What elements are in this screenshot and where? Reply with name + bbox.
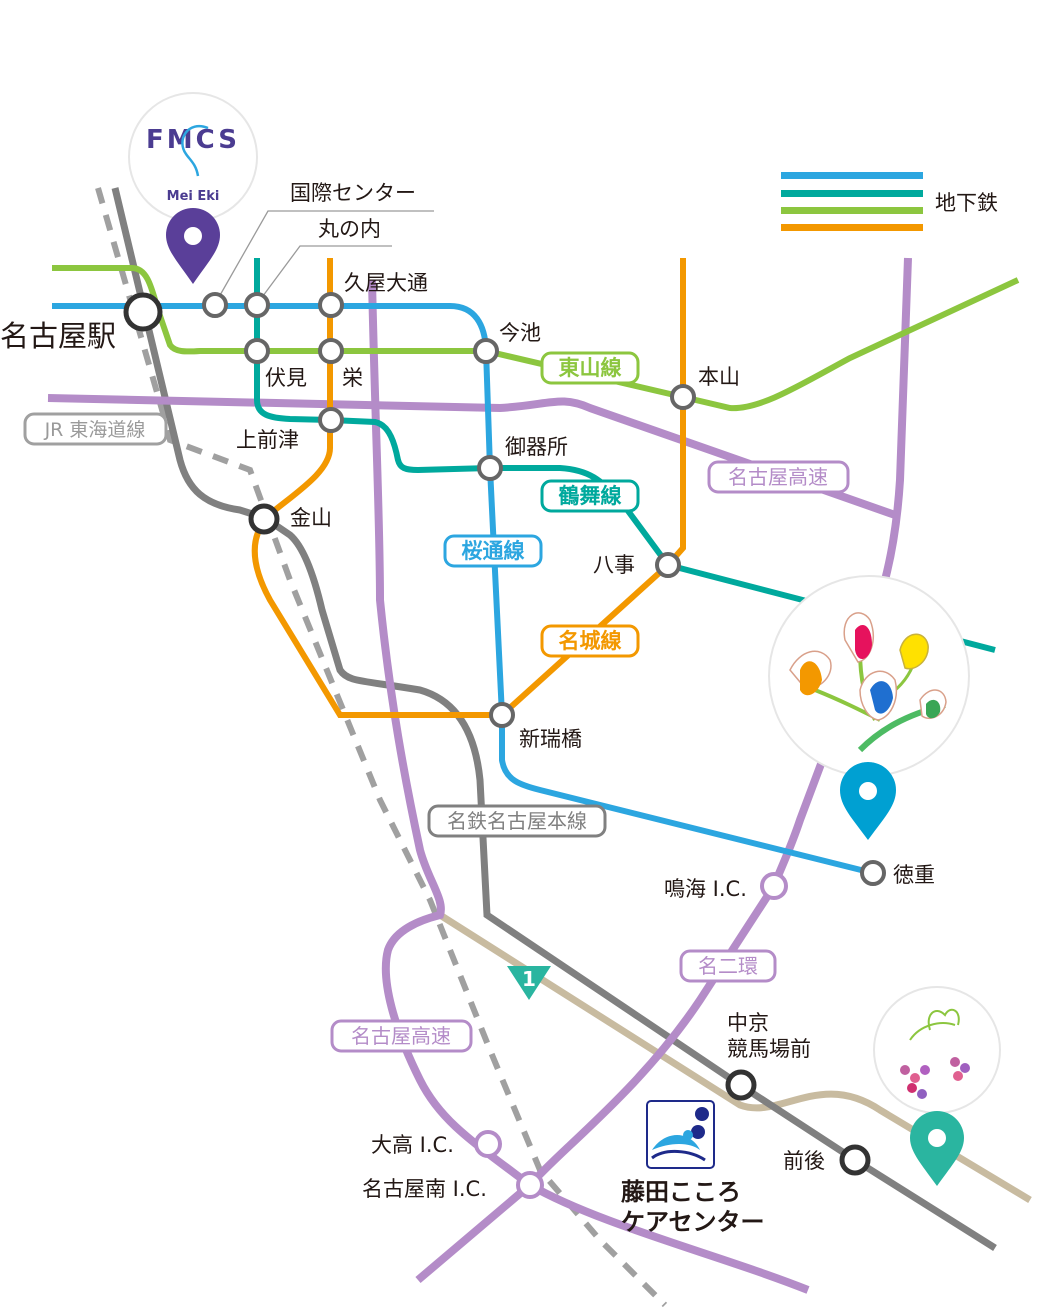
station-motoyama-marker[interactable] — [670, 384, 696, 410]
tag-expressway-north: 名古屋高速 — [707, 460, 850, 494]
station-hisaya-marker[interactable] — [318, 292, 344, 318]
station-zengo-marker[interactable] — [839, 1144, 871, 1176]
legend-swatch-sakuradori — [781, 172, 923, 179]
station-sakae-marker[interactable] — [318, 338, 344, 364]
tag-meitetsu: 名鉄名古屋本線 — [427, 804, 607, 838]
label-tokushige: 徳重 — [893, 863, 935, 887]
label-nagoya: 名古屋駅 — [0, 319, 116, 353]
station-marunouchi-marker[interactable] — [244, 292, 270, 318]
label-kokusai: 国際センター — [290, 181, 416, 205]
station-fushimi-marker[interactable] — [244, 338, 270, 364]
destination-logo-icon — [646, 1100, 715, 1169]
station-odaka-ic-marker[interactable] — [474, 1130, 502, 1158]
fmcs-sub-text: Mei Eki — [167, 189, 220, 204]
tag-tsurumai: 鶴舞線 — [540, 479, 640, 513]
destination-name-line2: ケアセンター — [621, 1208, 765, 1236]
svg-text:名二環: 名二環 — [698, 954, 758, 978]
label-sakae: 栄 — [342, 366, 363, 390]
tag-expressway-south: 名古屋高速 — [330, 1019, 473, 1053]
fmcs-pin-icon[interactable] — [166, 208, 220, 284]
fmcs-face-icon — [181, 124, 209, 177]
fmcs-logo-text: FMCS — [146, 125, 240, 155]
expressway-east-west — [47, 394, 897, 519]
station-narumi-ic-marker[interactable] — [760, 872, 788, 900]
label-odaka-ic: 大高 I.C. — [371, 1133, 454, 1157]
svg-text:東山線: 東山線 — [559, 356, 622, 380]
flower-illustration — [768, 575, 970, 777]
svg-text:名古屋高速: 名古屋高速 — [728, 465, 828, 489]
route1-shield: 1 — [507, 966, 551, 1000]
label-narumi-ic: 鳴海 I.C. — [664, 877, 747, 901]
tag-meinikan: 名二環 — [679, 949, 777, 983]
meitetsu-line — [111, 187, 997, 1251]
jr-line — [95, 187, 668, 1308]
label-gokiso: 御器所 — [505, 435, 568, 459]
higashiyama-line — [52, 265, 1020, 412]
legend-swatch-meijo — [781, 224, 923, 231]
label-kanayama: 金山 — [290, 506, 332, 530]
stations — [123, 292, 886, 1199]
grape-illustration — [873, 986, 1001, 1114]
station-kamimaezu-marker[interactable] — [318, 407, 344, 433]
label-zengo: 前後 — [783, 1149, 825, 1173]
destination-name-line1: 藤田こころ — [621, 1178, 741, 1206]
sakuradori-line — [52, 303, 874, 876]
station-tokushige-marker[interactable] — [860, 860, 886, 886]
label-fushimi: 伏見 — [265, 366, 307, 390]
station-gokiso-marker[interactable] — [477, 455, 503, 481]
svg-text:名古屋高速: 名古屋高速 — [351, 1024, 451, 1048]
station-aratamabashi-marker[interactable] — [489, 702, 515, 728]
station-nagoya-marker[interactable] — [123, 292, 163, 332]
label-nagoyaminami-ic: 名古屋南 I.C. — [362, 1177, 487, 1201]
svg-text:名城線: 名城線 — [559, 629, 622, 653]
legend-label: 地下鉄 — [935, 191, 998, 215]
station-imaike-marker[interactable] — [473, 338, 499, 364]
svg-text:JR 東海道線: JR 東海道線 — [44, 419, 146, 441]
svg-text:名鉄名古屋本線: 名鉄名古屋本線 — [447, 809, 587, 833]
tsurumai-line — [254, 258, 996, 653]
label-hisaya: 久屋大通 — [344, 271, 428, 295]
fmcs-logo: FMCS Mei Eki — [128, 92, 258, 222]
label-chukyo: 中京 — [727, 1011, 769, 1035]
svg-text:鶴舞線: 鶴舞線 — [559, 484, 622, 508]
legend-swatch-tsurumai — [781, 190, 923, 197]
label-marunouchi: 丸の内 — [318, 217, 381, 241]
tag-higashiyama: 東山線 — [540, 351, 640, 385]
station-yagoto-marker[interactable] — [655, 552, 681, 578]
kokusai-leader — [214, 210, 434, 305]
tag-meijo: 名城線 — [540, 624, 640, 658]
station-nagoyaminami-ic-marker[interactable] — [516, 1171, 544, 1199]
tag-jr: JR 東海道線 — [23, 412, 168, 446]
svg-text:桜通線: 桜通線 — [462, 539, 525, 563]
label-imaike: 今池 — [499, 321, 541, 345]
svg-text:1: 1 — [522, 967, 536, 991]
label-yagoto: 八事 — [593, 553, 635, 577]
legend-swatch-higashiyama — [781, 207, 923, 214]
tag-sakuradori: 桜通線 — [443, 534, 543, 568]
label-kamimaezu: 上前津 — [236, 428, 299, 452]
station-kanayama-marker[interactable] — [248, 503, 280, 535]
route1-line — [438, 912, 1032, 1204]
label-motoyama: 本山 — [698, 365, 740, 389]
station-kokusai-marker[interactable] — [202, 292, 228, 318]
label-aratamabashi: 新瑞橋 — [519, 727, 582, 751]
expressway-meinikan — [415, 257, 912, 1284]
grape-pin-icon[interactable] — [910, 1111, 964, 1186]
station-chukyo-marker[interactable] — [725, 1069, 757, 1101]
destination-pin-icon[interactable] — [840, 762, 896, 840]
marunouchi-leader — [256, 245, 392, 305]
label-chukyo2: 競馬場前 — [727, 1037, 811, 1061]
legend: 地下鉄 — [781, 172, 998, 231]
